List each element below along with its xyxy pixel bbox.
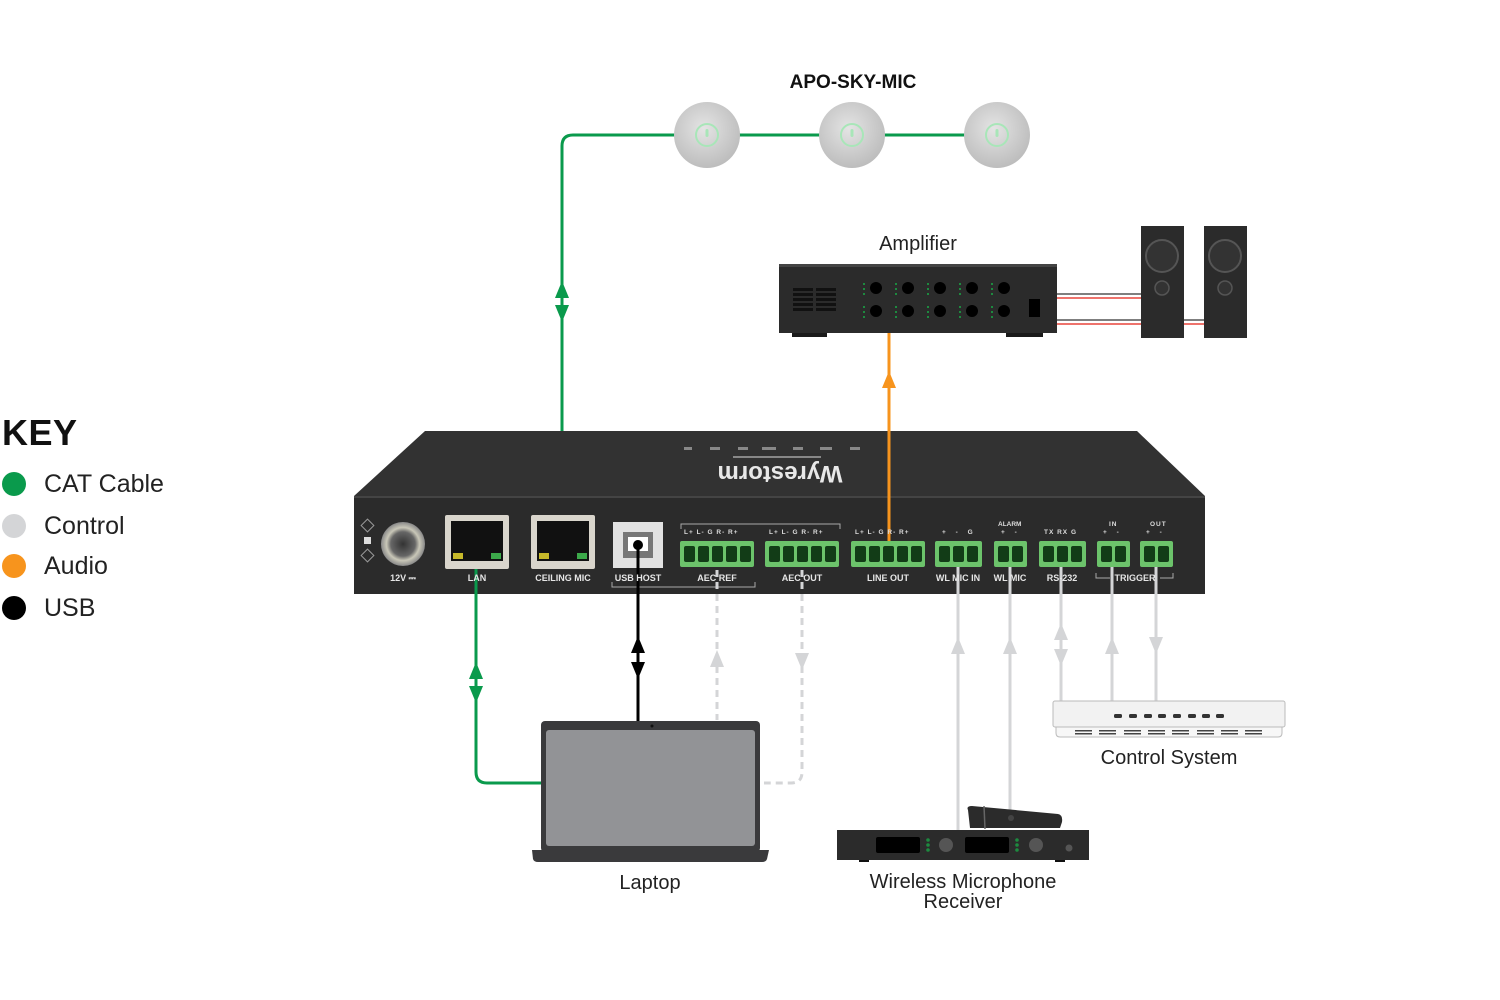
arrow-up-icon: [631, 636, 645, 653]
key-item-audio: Audio: [2, 551, 108, 581]
key-label: Control: [44, 511, 125, 540]
cat-cable-lan-laptop: [469, 537, 541, 785]
key-item-usb: USB: [2, 593, 95, 623]
line-out-port-label: LINE OUT: [867, 573, 909, 583]
trigger-out-title: OUT: [1150, 521, 1167, 528]
arrow-up-icon: [1054, 623, 1068, 640]
arrow-up-icon: [1105, 637, 1119, 654]
rs232-port-label: RS-232: [1046, 573, 1078, 583]
alarm-title: ALARM: [998, 521, 1022, 528]
lan-port[interactable]: [445, 515, 509, 569]
lan-port-label: LAN: [467, 573, 487, 583]
wireless-receiver-label-line2: Receiver: [923, 891, 1003, 913]
key-label: CAT Cable: [44, 469, 164, 498]
wl-mic-in-terminal[interactable]: [935, 541, 982, 567]
arrow-up-icon: [469, 662, 483, 679]
wireless-receiver-label: Wireless Microphone Receiver: [843, 872, 1083, 912]
power-jack: [381, 522, 425, 566]
speaker-left: [1141, 226, 1184, 338]
wireless-receiver-device: [837, 805, 1089, 862]
control-system-device: [1052, 700, 1286, 738]
usb-host-port-label: USB HOST: [614, 573, 662, 583]
key-title: KEY: [2, 412, 78, 453]
arrow-up-icon: [555, 281, 569, 298]
key-label: USB: [44, 593, 96, 622]
key-item-control: Control: [2, 511, 125, 541]
laptop-label: Laptop: [619, 872, 681, 894]
alarm-pin-labels: + -: [1001, 529, 1021, 536]
main-unit-body: Wyrestorm: [354, 431, 1205, 594]
arrow-up-icon: [1003, 637, 1017, 654]
wireless-receiver-label-line1: Wireless Microphone: [869, 871, 1057, 893]
speaker-right: [1204, 226, 1247, 338]
ceiling-mic-3: [964, 102, 1030, 168]
arrow-down-icon: [795, 653, 809, 670]
wl-mic-in-pin-labels: + - G: [942, 529, 977, 536]
ceiling-mic-port[interactable]: [531, 515, 595, 569]
aec-out-terminal[interactable]: [765, 541, 839, 567]
trigger-out-terminal[interactable]: [1140, 541, 1173, 567]
trigger-out-pin-labels: + -: [1146, 529, 1166, 536]
aec-ref-terminal[interactable]: [680, 541, 754, 567]
wl-mic-in-port-label: WL MIC IN: [935, 573, 981, 583]
arrow-down-icon: [555, 305, 569, 322]
audio-color-dot: [2, 554, 26, 578]
rs232-terminal[interactable]: [1039, 541, 1086, 567]
power-port-label: 12V ⎓: [390, 573, 416, 583]
arrow-up-icon: [951, 637, 965, 654]
wl-mic-port-label: WL MIC: [993, 573, 1027, 583]
trigger-port-label: TRIGGER: [1114, 573, 1156, 583]
cat-cable-ceiling-mic: [555, 133, 1000, 545]
amplifier-device: [779, 264, 1057, 337]
ceiling-mic-port-label: CEILING MIC: [535, 573, 591, 583]
trigger-in-title: IN: [1109, 521, 1118, 528]
key-item-cat-cable: CAT Cable: [2, 469, 164, 499]
aec-ref-port-label: AEC REF: [697, 573, 737, 583]
aec-out-pin-labels: L+ L- G R- R+: [769, 529, 824, 536]
cat-cable-color-dot: [2, 472, 26, 496]
key-label: Audio: [44, 551, 108, 580]
arrow-down-icon: [469, 686, 483, 703]
ceiling-mic-1: [674, 102, 740, 168]
wl-mic-alarm-terminal[interactable]: [994, 541, 1027, 567]
arrow-down-icon: [1149, 637, 1163, 654]
laptop-device: [532, 721, 769, 862]
aec-ref-pin-labels: L+ L- G R- R+: [684, 529, 739, 536]
line-out-pin-labels: L+ L- G R- R+: [855, 529, 910, 536]
aec-out-port-label: AEC OUT: [781, 573, 823, 583]
control-system-label: Control System: [1100, 747, 1238, 769]
control-color-dot: [2, 514, 26, 538]
arrow-up-icon: [710, 650, 724, 667]
microphone-icon: [967, 806, 1063, 828]
arrow-down-icon: [1054, 649, 1068, 666]
trigger-in-terminal[interactable]: [1097, 541, 1130, 567]
brand-logo: Wyrestorm: [718, 460, 843, 487]
rs232-pin-labels: TX RX G: [1044, 529, 1078, 536]
ceiling-mic-2: [819, 102, 885, 168]
usb-cable-laptop: [631, 540, 645, 722]
trigger-in-pin-labels: + -: [1103, 529, 1123, 536]
arrow-down-icon: [631, 662, 645, 679]
usb-color-dot: [2, 596, 26, 620]
arrow-up-icon: [882, 371, 896, 388]
line-out-terminal[interactable]: [851, 541, 925, 567]
polarity-icon: [360, 518, 375, 563]
ceiling-mic-label: APO-SKY-MIC: [789, 72, 917, 93]
amplifier-label: Amplifier: [879, 233, 957, 255]
